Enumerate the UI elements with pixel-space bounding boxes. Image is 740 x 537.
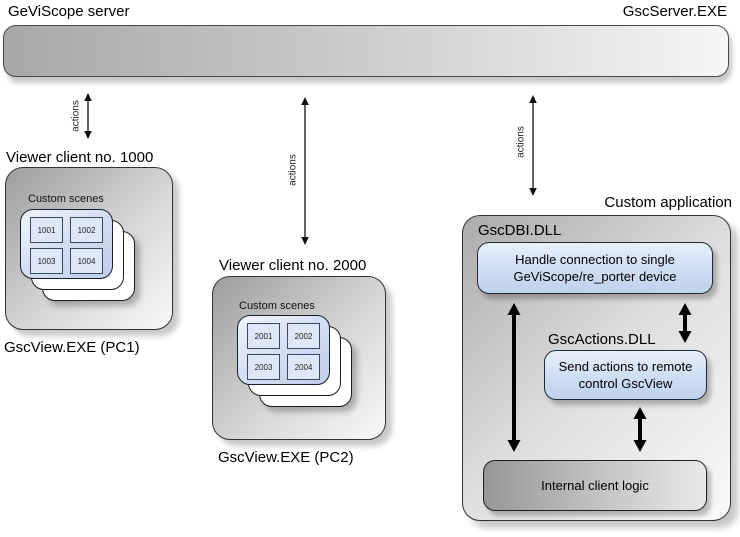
custom-app-title: Custom application — [604, 194, 732, 211]
actions-arrow-server-client1 — [84, 93, 92, 139]
server-exe-label: GscServer.EXE — [622, 3, 727, 20]
actions-arrow-server-app — [529, 95, 537, 196]
client1-box: Custom scenes 1001 1002 1003 1004 — [5, 167, 173, 330]
internal-logic-box: Internal client logic — [483, 460, 707, 511]
client2-scene-card-front: 2001 2002 2003 2004 — [237, 315, 330, 385]
server-bar — [3, 25, 729, 77]
send-actions-line2: control GscView — [578, 376, 673, 391]
actions-label-1: actions — [70, 100, 82, 132]
scene-tile-2001: 2001 — [247, 323, 280, 349]
client2-title: Viewer client no. 2000 — [219, 257, 367, 274]
actions-label-2: actions — [287, 154, 299, 186]
scene-tile-2004: 2004 — [287, 354, 320, 380]
handle-connection-line2: GeViScope/re_porter device — [513, 269, 677, 284]
client1-exe-label: GscView.EXE (PC1) — [4, 339, 140, 356]
client2-box: Custom scenes 2001 2002 2003 2004 — [212, 276, 386, 440]
send-actions-box: Send actions to remote control GscView — [544, 350, 707, 400]
thick-arrow-handle-logic — [507, 303, 521, 452]
client2-exe-label: GscView.EXE (PC2) — [218, 449, 354, 466]
send-actions-line1: Send actions to remote — [558, 359, 693, 374]
client1-scene-card-front: 1001 1002 1003 1004 — [20, 209, 113, 279]
scene-tile-2003: 2003 — [247, 354, 280, 380]
gscdbi-label: GscDBI.DLL — [478, 222, 562, 239]
scene-tile-1003: 1003 — [30, 248, 63, 274]
scene-tile-2002: 2002 — [287, 323, 320, 349]
gscactions-label: GscActions.DLL — [548, 331, 656, 348]
server-title: GeViScope server — [8, 3, 130, 20]
handle-connection-line1: Handle connection to single — [515, 252, 675, 267]
client1-scenes-label: Custom scenes — [28, 193, 104, 205]
scene-tile-1004: 1004 — [70, 248, 103, 274]
thick-arrow-handle-actions — [678, 303, 692, 343]
internal-logic-label: Internal client logic — [541, 478, 649, 493]
scene-tile-1002: 1002 — [70, 217, 103, 243]
client2-scenes-label: Custom scenes — [239, 300, 315, 312]
actions-arrow-server-client2 — [301, 97, 309, 245]
handle-connection-box: Handle connection to single GeViScope/re… — [477, 242, 713, 294]
scene-tile-1001: 1001 — [30, 217, 63, 243]
client1-title: Viewer client no. 1000 — [6, 149, 154, 166]
thick-arrow-actions-logic — [633, 407, 647, 452]
actions-label-3: actions — [515, 126, 527, 158]
